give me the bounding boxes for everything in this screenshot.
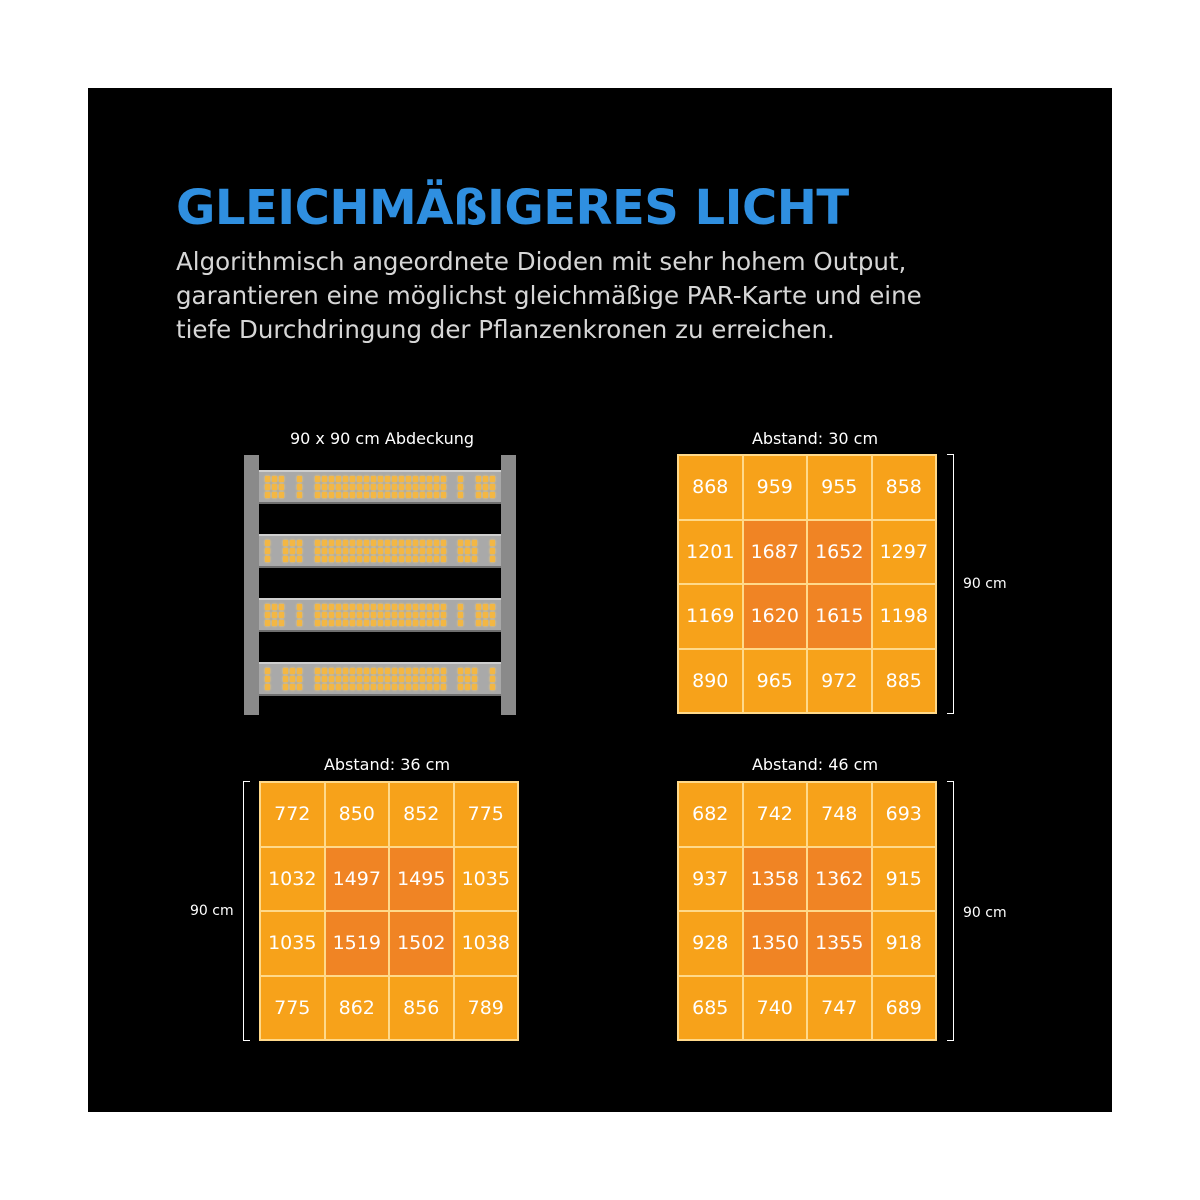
par-map-30-dimension-label: 90 cm <box>963 576 1007 592</box>
par-cell: 1297 <box>871 519 936 584</box>
led-group <box>265 476 284 498</box>
par-cell: 1355 <box>807 911 872 976</box>
par-cell: 747 <box>807 975 872 1040</box>
fixture-caption: 90 x 90 cm Abdeckung <box>289 429 475 448</box>
par-cell: 928 <box>678 911 743 976</box>
led-group <box>458 668 478 690</box>
led-group <box>490 540 495 562</box>
par-cell: 1519 <box>324 911 389 976</box>
par-cell: 693 <box>871 782 936 847</box>
par-cell: 1495 <box>389 846 454 911</box>
fixture-rail-right <box>501 455 516 715</box>
led-group <box>265 668 270 690</box>
led-group <box>265 540 270 562</box>
par-cell: 742 <box>742 782 807 847</box>
led-group <box>490 668 495 690</box>
par-cell: 937 <box>678 846 743 911</box>
par-map-36-dimension-label: 90 cm <box>190 903 234 919</box>
light-bar <box>259 598 501 632</box>
led-group <box>265 604 284 626</box>
par-cell: 955 <box>807 455 872 520</box>
par-cell: 918 <box>871 911 936 976</box>
par-cell: 1032 <box>260 846 325 911</box>
par-cell: 862 <box>324 975 389 1040</box>
par-cell: 689 <box>871 975 936 1040</box>
led-group <box>458 476 464 498</box>
par-cell: 885 <box>871 648 936 713</box>
led-group <box>314 604 446 626</box>
light-fixture-illustration <box>244 455 516 715</box>
par-cell: 1350 <box>742 911 807 976</box>
dimension-bracket <box>243 781 250 1041</box>
par-cell: 775 <box>260 975 325 1040</box>
par-cell: 748 <box>807 782 872 847</box>
par-cell: 1201 <box>678 519 743 584</box>
par-cell: 965 <box>742 648 807 713</box>
par-cell: 772 <box>260 782 325 847</box>
par-map-36-caption: Abstand: 36 cm <box>323 755 451 774</box>
par-cell: 1652 <box>807 519 872 584</box>
light-bar <box>259 470 501 504</box>
par-cell: 1497 <box>324 846 389 911</box>
fixture-rail-left <box>244 455 259 715</box>
par-map-46-dimension-label: 90 cm <box>963 905 1007 921</box>
par-cell: 789 <box>453 975 518 1040</box>
led-group <box>458 540 478 562</box>
par-cell: 1038 <box>453 911 518 976</box>
par-cell: 972 <box>807 648 872 713</box>
led-group <box>314 668 446 690</box>
led-group <box>314 540 446 562</box>
par-cell: 890 <box>678 648 743 713</box>
par-cell: 775 <box>453 782 518 847</box>
par-cell: 1169 <box>678 584 743 649</box>
par-cell: 1615 <box>807 584 872 649</box>
led-group <box>282 668 302 690</box>
par-cell: 1035 <box>453 846 518 911</box>
led-group <box>314 476 446 498</box>
description-line: Algorithmisch angeordnete Dioden mit seh… <box>176 247 907 276</box>
par-cell: 1502 <box>389 911 454 976</box>
par-cell: 1620 <box>742 584 807 649</box>
par-cell: 868 <box>678 455 743 520</box>
dimension-bracket <box>947 781 954 1041</box>
par-cell: 1358 <box>742 846 807 911</box>
par-map-30-caption: Abstand: 30 cm <box>751 429 879 448</box>
par-cell: 852 <box>389 782 454 847</box>
par-cell: 682 <box>678 782 743 847</box>
par-cell: 1035 <box>260 911 325 976</box>
par-cell: 685 <box>678 975 743 1040</box>
par-cell: 1687 <box>742 519 807 584</box>
description-line: tiefe Durchdringung der Pflanzenkronen z… <box>176 315 835 344</box>
led-group <box>476 604 495 626</box>
led-group <box>476 476 495 498</box>
par-cell: 850 <box>324 782 389 847</box>
dimension-bracket <box>947 454 954 714</box>
feature-panel <box>88 88 1112 1112</box>
par-cell: 959 <box>742 455 807 520</box>
par-cell: 1362 <box>807 846 872 911</box>
feature-title: GLEICHMÄßIGERES LICHT <box>176 180 849 236</box>
par-cell: 740 <box>742 975 807 1040</box>
led-group <box>458 604 464 626</box>
par-cell: 915 <box>871 846 936 911</box>
par-map-46-caption: Abstand: 46 cm <box>751 755 879 774</box>
light-bar <box>259 662 501 696</box>
par-cell: 858 <box>871 455 936 520</box>
led-group <box>296 604 302 626</box>
led-group <box>296 476 302 498</box>
par-cell: 856 <box>389 975 454 1040</box>
description-line: garantieren eine möglichst gleichmäßige … <box>176 281 922 310</box>
led-group <box>282 540 302 562</box>
light-bar <box>259 534 501 568</box>
par-cell: 1198 <box>871 584 936 649</box>
